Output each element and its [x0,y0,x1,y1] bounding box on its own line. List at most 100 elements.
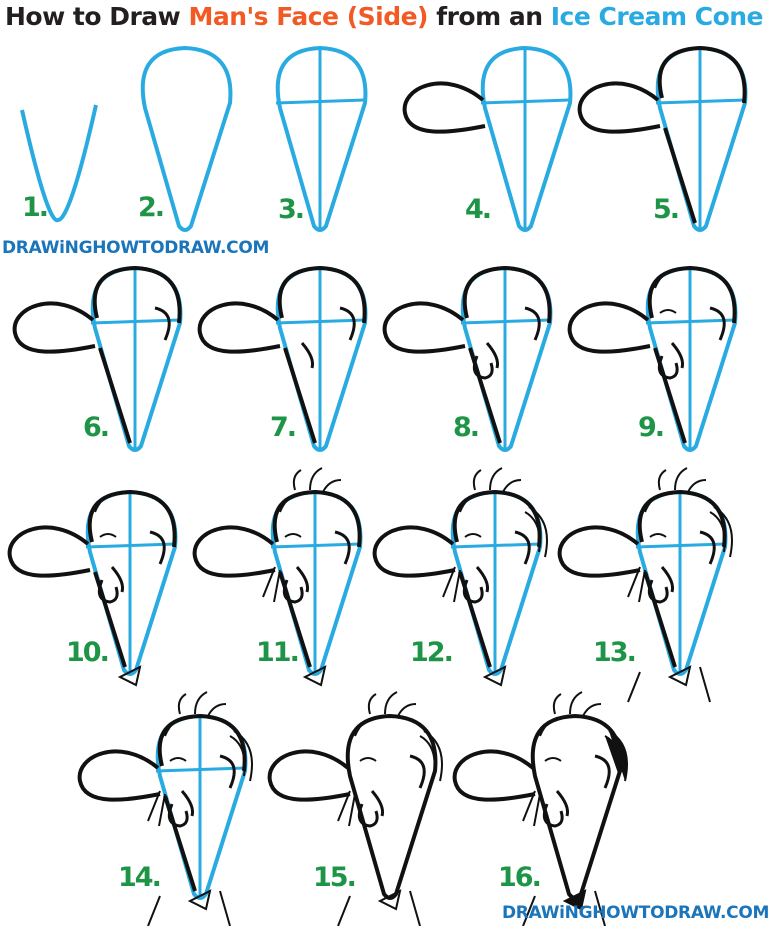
horizontal-guide-line [655,98,746,105]
bowtie-shape [562,889,587,911]
collar-lines [522,890,606,926]
title-part-4: Ice Cream Cone [550,2,764,31]
step-number-1: 1. [22,192,49,223]
mouth-shape [555,790,569,817]
nose-shape [577,81,661,134]
side-hair [524,506,548,558]
hair-and-mustache-lines [442,467,522,603]
collar-lines [337,890,421,926]
step-number-15: 15. [313,862,357,893]
face-outline [92,265,182,444]
mouth-shape [370,790,384,817]
page-title: How to Draw Man's Face (Side) from an Ic… [0,2,768,31]
face-outline [657,45,747,224]
mouth-shape [485,342,499,369]
side-hair [604,730,628,782]
hair-and-mustache-lines [337,691,417,827]
mouth-shape [300,342,314,369]
eye-and-wrinkle-lines [654,273,677,314]
horizontal-guide-line [450,542,541,549]
title-part-2: Man's Face (Side) [188,2,428,31]
cone-shape [480,45,573,232]
cone-shape [140,45,233,232]
ear-shape [709,306,726,341]
side-hair [229,730,253,782]
side-hair [419,730,443,782]
cone-shape [345,713,438,900]
horizontal-guide-line [90,318,181,325]
step-number-11: 11. [256,637,300,668]
horizontal-guide-line [635,542,726,549]
nose-shape [382,301,466,354]
face-outline [277,265,367,444]
step-number-12: 12. [410,637,454,668]
bowtie-shape [302,665,327,687]
step-number-16: 16. [498,862,542,893]
ear-shape [699,530,716,565]
step-number-14: 14. [118,862,162,893]
horizontal-guide-line [155,766,246,773]
mouth-shape [295,566,309,593]
ear-shape [339,306,356,341]
step-number-5: 5. [653,194,680,225]
horizontal-guide-line [275,318,366,325]
eye-and-wrinkle-lines [94,497,117,538]
step-number-13: 13. [593,637,637,668]
mouth-shape [180,790,194,817]
step-number-9: 9. [638,412,665,443]
horizontal-guide-line [645,318,736,325]
eye-and-wrinkle-lines [164,721,187,762]
nose-shape [557,525,641,578]
nose-shape [77,749,161,802]
nose-shape [567,301,651,354]
mouth-shape [660,566,674,593]
hair-and-mustache-lines [262,467,342,603]
ear-shape [149,530,166,565]
tongue-shape [97,579,119,604]
bowtie-shape [377,889,402,911]
nose-shape [452,749,536,802]
ear-shape [334,530,351,565]
mouth-shape [110,566,124,593]
step-number-7: 7. [270,412,297,443]
eye-and-wrinkle-lines [279,497,302,538]
tongue-shape [472,355,494,380]
hair-and-mustache-lines [522,691,602,827]
step-number-4: 4. [465,194,492,225]
face-outline [157,713,247,892]
horizontal-guide-line [85,542,176,549]
nose-shape [7,525,91,578]
horizontal-guide-line [460,318,551,325]
bowtie-shape [187,889,212,911]
horizontal-guide-line [270,542,361,549]
step-number-2: 2. [138,192,165,223]
nose-shape [372,525,456,578]
nose-shape [12,301,96,354]
tongue-shape [357,803,379,828]
mouth-shape [670,342,684,369]
eye-and-wrinkle-lines [644,497,667,538]
eye-and-wrinkle-lines [539,721,562,762]
step-number-10: 10. [66,637,110,668]
ear-shape [219,754,236,789]
ear-shape [524,306,541,341]
ear-shape [514,530,531,565]
eye-and-wrinkle-lines [459,497,482,538]
collar-lines [147,890,231,926]
bowtie-shape [667,665,692,687]
tongue-shape [542,803,564,828]
tongue-shape [167,803,189,828]
tongue-shape [462,579,484,604]
v-shape-guide [20,104,98,223]
horizontal-guide-line [275,98,366,105]
watermark-bottom: DRAWiNGHOWTODRAW.COM [502,903,768,923]
tongue-shape [657,355,679,380]
hair-and-mustache-lines [627,467,707,603]
title-part-1: How to Draw [4,2,189,31]
eye-and-wrinkle-lines [354,721,377,762]
bowtie-shape [117,665,142,687]
bowtie-shape [482,665,507,687]
step-number-6: 6. [83,412,110,443]
